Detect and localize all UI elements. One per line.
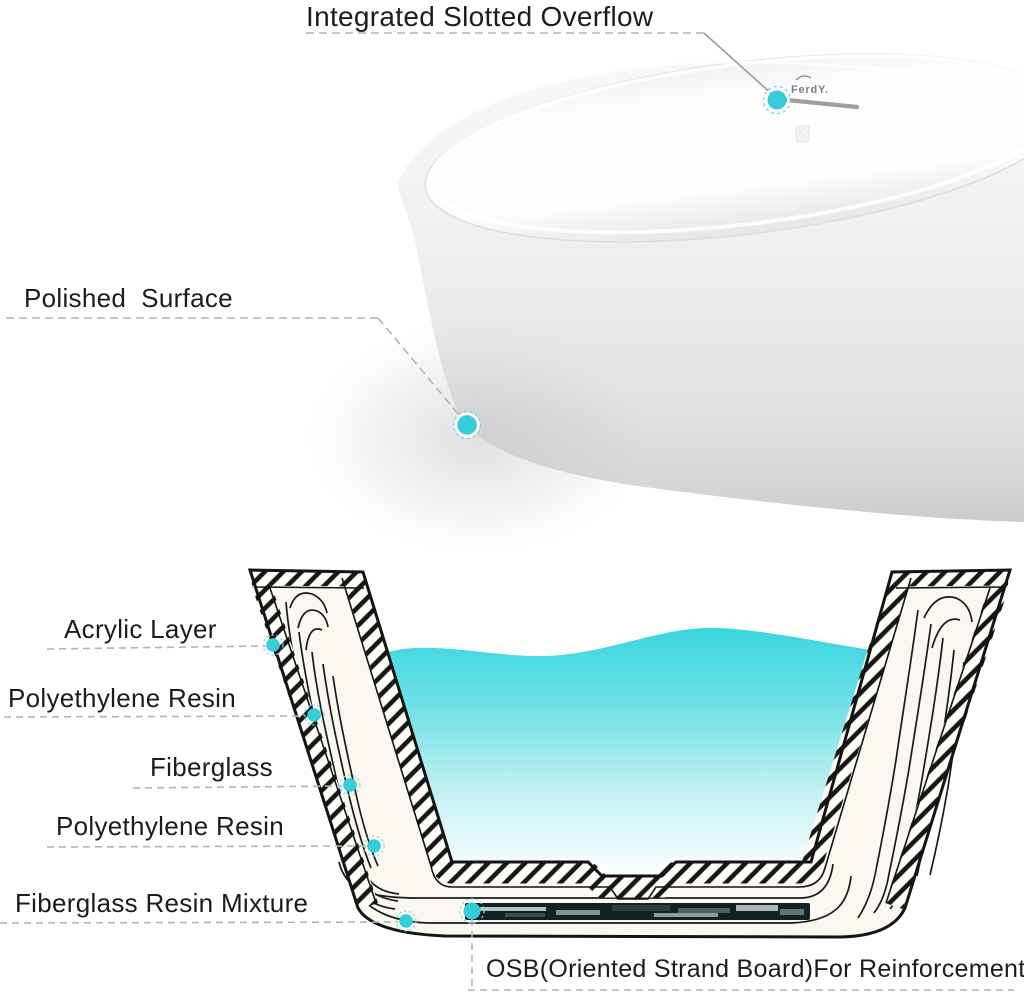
brand-logo: FerdY. xyxy=(791,75,829,96)
surface-dashed-diagonal xyxy=(377,317,461,417)
osb-label: OSB(Oriented Strand Board)For Reinforcem… xyxy=(486,955,1024,983)
overflow-slot xyxy=(784,97,860,110)
tub-corner-shadow xyxy=(308,323,648,553)
osb-dot xyxy=(459,898,485,924)
overflow-marker-dot xyxy=(762,85,792,115)
section-outline xyxy=(247,568,1013,939)
band-boundary-lines xyxy=(254,577,1005,904)
polyethylene-resin-dot-2 xyxy=(363,835,385,857)
fiberglass-resin-mixture-label: Fiberglass Resin Mixture xyxy=(15,888,309,918)
polyethylene-resin-label-1: Polyethylene Resin xyxy=(8,683,236,713)
overflow-solid-connector xyxy=(703,32,774,96)
surface-callout-label: Polished Surface xyxy=(24,283,233,313)
tub-rim-top-edge xyxy=(396,61,1024,181)
tub-rim-highlight xyxy=(428,53,1024,235)
bathtub-photo: FerdY. xyxy=(308,53,1024,553)
fiberglass-resin-mixture-dot xyxy=(395,910,417,932)
cross-section-diagram xyxy=(0,568,1014,991)
water-fill xyxy=(388,628,870,876)
brand-logo-arc xyxy=(795,75,812,81)
drain-fitting-icon xyxy=(795,125,810,143)
fiberglass-dot xyxy=(339,774,361,796)
brand-logo-text: FerdY. xyxy=(791,84,829,96)
section-leader-lines xyxy=(0,645,1014,991)
hatched-shell-bands xyxy=(251,570,1010,910)
fiberglass-label: Fiberglass xyxy=(150,752,273,782)
acrylic-layer-dot xyxy=(262,634,284,656)
overflow-callout-label: Integrated Slotted Overflow xyxy=(306,1,654,32)
layer-marker-dots xyxy=(262,634,485,932)
osb-board xyxy=(465,903,810,920)
polyethylene-resin-dot-1 xyxy=(303,704,325,726)
callout-connectors xyxy=(6,32,774,417)
surface-marker-dot xyxy=(452,410,482,440)
polyethylene-resin-label-2: Polyethylene Resin xyxy=(56,811,284,841)
acrylic-layer-label: Acrylic Layer xyxy=(64,614,217,644)
